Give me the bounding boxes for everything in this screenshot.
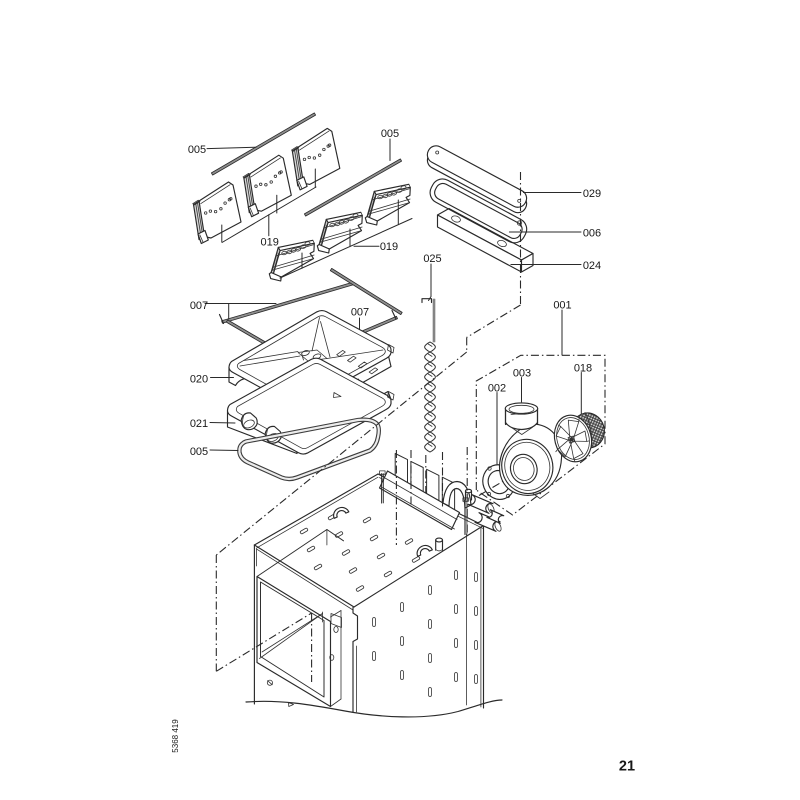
svg-text:005: 005 [190,446,208,458]
svg-text:005: 005 [188,144,206,156]
svg-text:007: 007 [190,300,208,312]
svg-text:024: 024 [583,260,601,272]
svg-text:007: 007 [351,307,369,319]
svg-text:002: 002 [488,383,506,395]
svg-text:021: 021 [190,418,208,430]
svg-text:019: 019 [261,237,279,249]
svg-text:21: 21 [619,759,635,775]
svg-text:020: 020 [190,374,208,386]
svg-text:019: 019 [380,241,398,253]
svg-text:006: 006 [583,228,601,240]
svg-text:025: 025 [423,253,441,265]
svg-text:001: 001 [553,300,571,312]
svg-text:5368 419: 5368 419 [171,719,180,753]
svg-text:005: 005 [381,128,399,140]
svg-text:029: 029 [583,188,601,200]
svg-text:018: 018 [574,363,592,375]
svg-text:003: 003 [513,368,531,380]
